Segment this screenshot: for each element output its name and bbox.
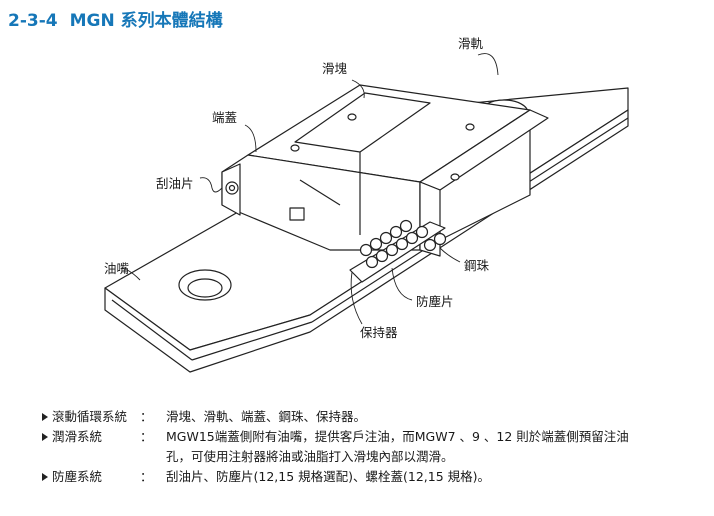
spec-row-dustproof: 防塵系統 ： 刮油片、防塵片(12,15 規格選配)、螺栓蓋(12,15 規格)… xyxy=(42,467,702,487)
spec-value-line: 孔，可使用注射器將油或油脂打入滑塊內部以潤滑。 xyxy=(166,449,454,464)
spec-colon: ： xyxy=(140,409,153,424)
label-scraper: 刮油片 xyxy=(156,176,194,191)
label-rail: 滑軌 xyxy=(458,36,484,51)
section-number: 2-3-4 xyxy=(8,11,58,31)
bullet-icon xyxy=(42,413,48,421)
spec-list: 滾動循環系統 ： 滑塊、滑軌、端蓋、鋼珠、保持器。 潤滑系統 ： MGW15端蓋… xyxy=(42,407,702,487)
section-title: MGN 系列本體結構 xyxy=(69,11,223,31)
label-block: 滑塊 xyxy=(322,61,348,76)
spec-key: 防塵系統 xyxy=(52,469,103,484)
bullet-icon xyxy=(42,473,48,481)
spec-key: 滾動循環系統 xyxy=(52,409,128,424)
label-grease-nipple: 油嘴 xyxy=(104,261,130,276)
section-heading: 2-3-4 MGN 系列本體結構 xyxy=(8,6,223,31)
ball-group xyxy=(349,219,447,283)
spec-row-lubrication: 潤滑系統 ： MGW15端蓋側附有油嘴，提供客戶注油，而MGW7 、9 、12 … xyxy=(42,427,702,467)
spec-colon: ： xyxy=(140,469,153,484)
spec-key: 潤滑系統 xyxy=(52,429,103,444)
linear-guide-diagram: 滑軌 滑塊 端蓋 刮油片 油嘴 鋼珠 防塵片 保持器 xyxy=(104,36,629,373)
spec-row-rolling: 滾動循環系統 ： 滑塊、滑軌、端蓋、鋼珠、保持器。 xyxy=(42,407,702,427)
slider-block xyxy=(221,84,549,257)
spec-value-line: MGW15端蓋側附有油嘴，提供客戶注油，而MGW7 、9 、12 則於端蓋側預留… xyxy=(166,429,629,444)
label-dust-seal: 防塵片 xyxy=(416,294,454,309)
label-end-cap: 端蓋 xyxy=(212,110,237,125)
spec-value: 刮油片、防塵片(12,15 規格選配)、螺栓蓋(12,15 規格)。 xyxy=(166,469,491,484)
spec-colon: ： xyxy=(140,429,153,444)
spec-value: MGW15端蓋側附有油嘴，提供客戶注油，而MGW7 、9 、12 則於端蓋側預留… xyxy=(166,427,686,467)
label-retainer: 保持器 xyxy=(360,325,398,340)
spec-value: 滑塊、滑軌、端蓋、鋼珠、保持器。 xyxy=(166,409,367,424)
label-steel-ball: 鋼珠 xyxy=(464,258,490,273)
bullet-icon xyxy=(42,433,48,441)
